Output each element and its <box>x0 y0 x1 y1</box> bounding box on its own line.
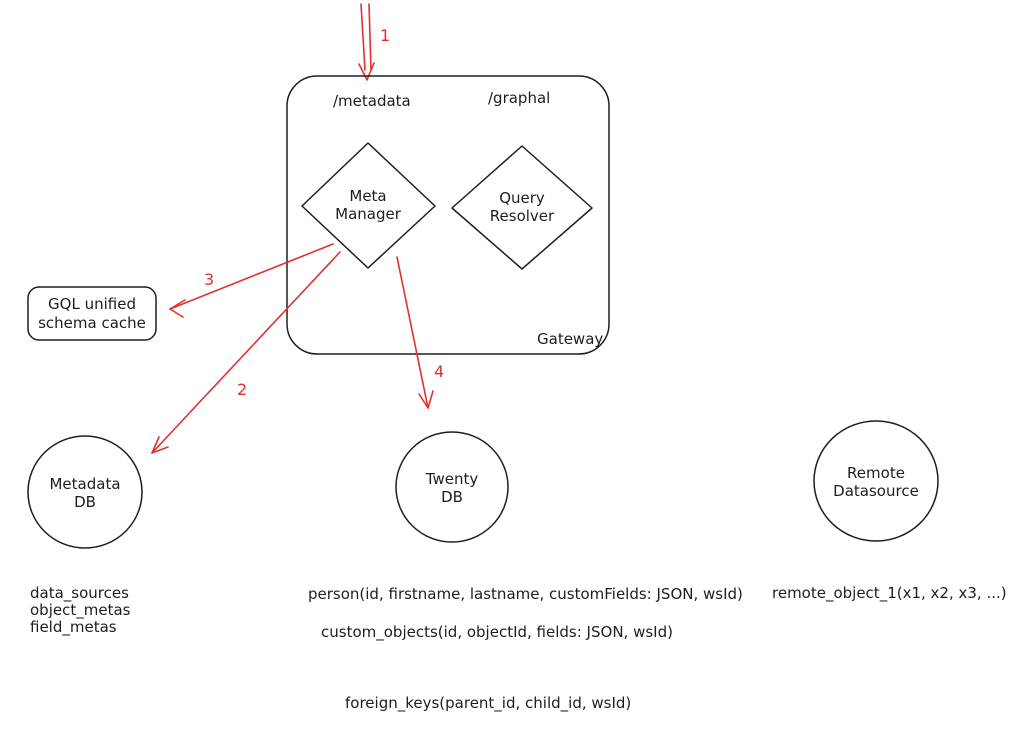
arrowhead-icon <box>358 62 375 81</box>
schema-cache-rect <box>27 286 157 341</box>
twenty-table-item: custom_objects(id, objectId, fields: JSO… <box>321 623 673 642</box>
metadata-table-item: data_sources <box>30 584 129 603</box>
query-resolver-label-line2: Resolver <box>490 207 555 225</box>
gateway-rect <box>286 75 610 355</box>
twenty-table-item: person(id, firstname, lastname, customFi… <box>308 585 743 603</box>
schema-cache-label-line1: GQL unified <box>48 295 136 313</box>
arrow-line <box>360 3 366 71</box>
remote-datasource-circle <box>813 420 939 542</box>
arrowhead-icon <box>169 299 186 318</box>
arrow-line <box>169 243 334 310</box>
remote-datasource-label-line2: Datasource <box>833 482 919 500</box>
meta-manager-label-line1: Meta <box>349 187 386 205</box>
meta-manager-label-line2: Manager <box>335 205 402 223</box>
remote-datasource-node: Remote Datasource <box>813 420 939 542</box>
remote-datasource-tables: remote_object_1(x1, x2, x3, ...) <box>772 584 1007 603</box>
gateway-label: Gateway <box>537 330 603 348</box>
twenty-db-label-line1: Twenty <box>425 470 479 488</box>
arrow-step-1-label: 1 <box>380 26 390 45</box>
twenty-db-node: Twenty DB <box>395 431 509 543</box>
meta-manager-diamond <box>301 142 436 269</box>
arrow-step-4: 4 <box>396 256 444 409</box>
arrow-line <box>396 256 429 409</box>
metadata-db-label-line1: Metadata <box>49 475 120 493</box>
endpoint-graphql-label: /graphal <box>488 89 550 107</box>
metadata-table-item: object_metas <box>30 601 131 620</box>
arrow-line <box>151 251 341 454</box>
remote-datasource-label-line1: Remote <box>847 464 905 482</box>
twenty-db-tables: person(id, firstname, lastname, customFi… <box>308 585 743 713</box>
query-resolver-node: Query Resolver <box>451 145 593 270</box>
metadata-db-tables: data_sources object_metas field_metas <box>30 584 131 637</box>
twenty-table-item: foreign_keys(parent_id, child_id, wsId) <box>345 694 631 713</box>
twenty-db-label-line2: DB <box>441 488 463 506</box>
schema-cache-label-line2: schema cache <box>38 314 146 332</box>
arrowhead-icon <box>418 390 434 409</box>
arrow-step-3: 3 <box>169 243 334 318</box>
metadata-db-circle <box>27 435 143 549</box>
arrow-step-4-label: 4 <box>434 362 444 381</box>
arrow-step-2: 2 <box>151 251 341 454</box>
arrow-line <box>368 3 372 71</box>
remote-table-item: remote_object_1(x1, x2, x3, ...) <box>772 584 1007 603</box>
arrowhead-icon <box>151 436 169 454</box>
arrow-step-2-label: 2 <box>237 380 247 399</box>
metadata-db-node: Metadata DB <box>27 435 143 549</box>
arrow-step-3-label: 3 <box>204 270 214 289</box>
query-resolver-diamond <box>451 145 593 270</box>
schema-cache-node: GQL unified schema cache <box>27 286 157 341</box>
arrow-step-1: 1 <box>358 3 390 81</box>
metadata-table-item: field_metas <box>30 618 117 637</box>
metadata-db-label-line2: DB <box>74 493 96 511</box>
twenty-db-circle <box>395 431 509 543</box>
meta-manager-node: Meta Manager <box>301 142 436 269</box>
query-resolver-label-line1: Query <box>499 189 545 207</box>
gateway-box: /metadata /graphal Gateway Meta Manager … <box>286 75 610 355</box>
endpoint-metadata-label: /metadata <box>333 92 411 110</box>
